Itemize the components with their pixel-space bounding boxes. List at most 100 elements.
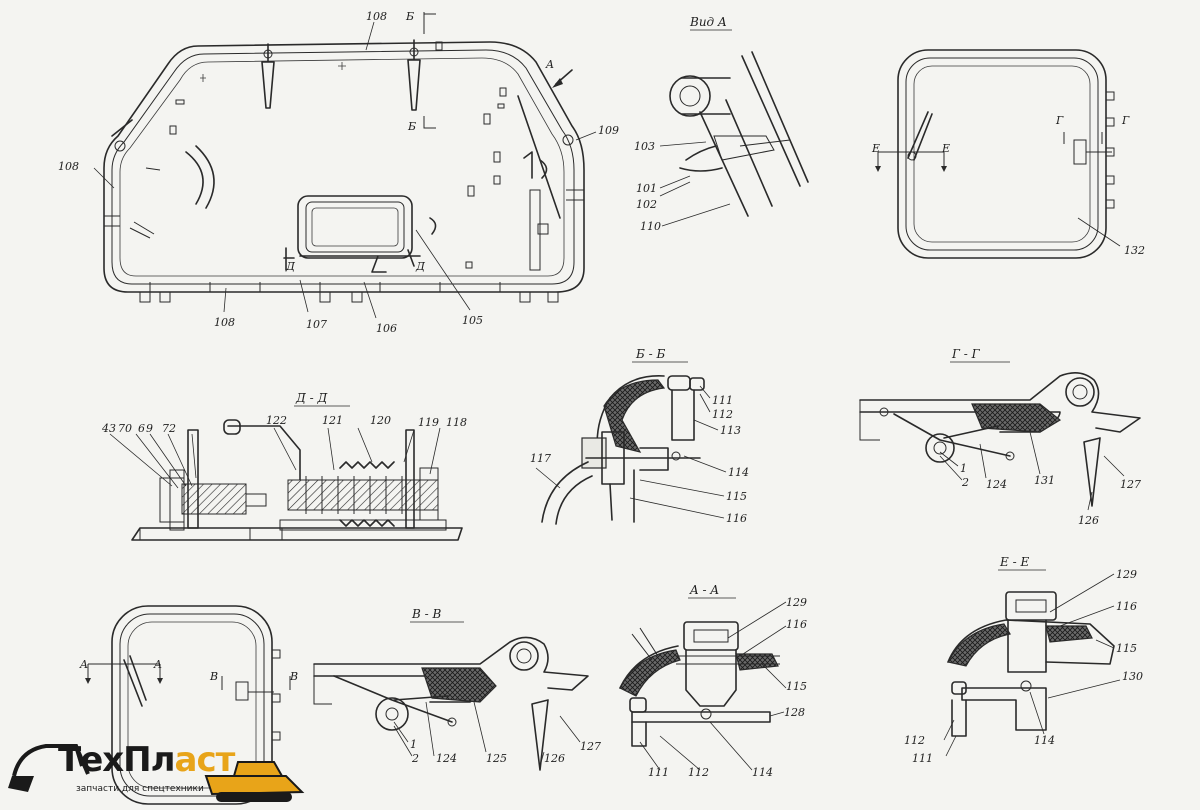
part-131: 131 <box>1034 474 1055 487</box>
section-b-b <box>535 375 727 525</box>
part-2-vv: 2 <box>411 752 419 765</box>
section-mark-v-right: B <box>289 670 298 683</box>
small-frame-labels: A A B B Д Д <box>79 260 426 683</box>
part-106: 106 <box>376 322 397 335</box>
right-frame-labels: E E Г Г 132 <box>871 114 1145 257</box>
part-117: 117 <box>530 452 551 465</box>
part-115-aa: 115 <box>786 680 807 693</box>
view-mark-a: A <box>545 58 554 71</box>
main-view-labels: 108 108 108 107 106 105 109 Б Б A <box>58 10 619 335</box>
section-b-b-title: Б - Б <box>635 347 666 361</box>
part-2-gg: 2 <box>961 476 969 489</box>
section-b-b-labels: Б - Б 117 111 112 113 114 115 116 <box>530 347 749 525</box>
part-9: 9 <box>146 422 153 435</box>
part-125: 125 <box>486 752 507 765</box>
section-v-v-labels: B - B 1 2 124 125 126 127 <box>410 607 601 765</box>
part-108-bottom: 108 <box>214 316 235 329</box>
section-v-v <box>313 636 589 771</box>
section-mark-e-left: E <box>871 142 880 155</box>
view-a-labels: Вид A 103 101 102 110 <box>634 15 732 233</box>
part-70: 70 <box>118 422 132 435</box>
part-129-ee: 129 <box>1116 568 1137 581</box>
part-128: 128 <box>784 706 805 719</box>
section-a-a-title: A - A <box>689 583 719 597</box>
section-mark-d-right: Д <box>415 260 426 273</box>
section-mark-a-right: A <box>153 658 162 671</box>
section-a-a <box>619 601 787 771</box>
part-110: 110 <box>640 220 661 233</box>
logo-wordmark: ТехПласт <box>58 740 236 780</box>
part-101: 101 <box>636 182 657 195</box>
part-116: 116 <box>726 512 747 525</box>
part-6: 6 <box>138 422 145 435</box>
part-111-aa: 111 <box>648 766 669 779</box>
section-d-d <box>109 419 463 541</box>
section-mark-g-left: Г <box>1055 114 1064 127</box>
section-g-g-title: Г - Г <box>951 347 981 361</box>
part-103: 103 <box>634 140 655 153</box>
section-e-e <box>943 573 1121 757</box>
part-116-aa: 116 <box>786 618 807 631</box>
part-43: 43 <box>101 422 116 435</box>
part-1-gg: 1 <box>960 462 967 475</box>
section-g-g-labels: Г - Г 1 2 124 131 127 126 <box>950 347 1141 527</box>
part-108-top: 108 <box>366 10 387 23</box>
part-130: 130 <box>1122 670 1143 683</box>
section-mark-d-left: Д <box>285 260 296 273</box>
part-114-ee: 114 <box>1034 734 1055 747</box>
part-114: 114 <box>728 466 749 479</box>
part-1-vv: 1 <box>410 738 417 751</box>
section-e-e-labels: E - E 129 116 115 130 112 111 114 <box>904 555 1143 765</box>
part-111-ee: 111 <box>912 752 933 765</box>
logo-word-accent: аст <box>174 740 236 780</box>
part-109: 109 <box>598 124 619 137</box>
part-112: 112 <box>712 408 733 421</box>
part-124-vv: 124 <box>436 752 457 765</box>
section-d-d-labels: Д - Д 43 70 6 9 72 122 121 120 119 118 <box>101 391 467 435</box>
excavator-icon <box>8 744 305 802</box>
view-a-title: Вид A <box>689 15 727 29</box>
right-frame-view <box>875 49 1121 259</box>
part-102: 102 <box>636 198 657 211</box>
part-105: 105 <box>462 314 483 327</box>
section-a-a-labels: A - A 129 116 115 128 111 112 114 <box>648 583 807 779</box>
part-126-gg: 126 <box>1078 514 1099 527</box>
section-mark-b-top: Б <box>405 10 414 23</box>
section-mark-b-bottom: Б <box>407 120 416 133</box>
part-112-aa: 112 <box>688 766 709 779</box>
part-108-left: 108 <box>58 160 79 173</box>
part-111: 111 <box>712 394 733 407</box>
part-126-vv: 126 <box>544 752 565 765</box>
part-116-ee: 116 <box>1116 600 1137 613</box>
part-119: 119 <box>418 416 439 429</box>
part-121: 121 <box>322 414 343 427</box>
small-frame-view <box>85 605 291 805</box>
brand-logo: ТехПласт запчасти для спецтехники <box>6 736 306 806</box>
section-e-e-title: E - E <box>999 555 1029 569</box>
part-120: 120 <box>370 414 391 427</box>
part-118: 118 <box>446 416 467 429</box>
part-115: 115 <box>726 490 747 503</box>
part-114-aa: 114 <box>752 766 773 779</box>
part-124-gg: 124 <box>986 478 1007 491</box>
logo-subtitle: запчасти для спецтехники <box>76 784 204 794</box>
part-112-ee: 112 <box>904 734 925 747</box>
part-122: 122 <box>266 414 287 427</box>
part-107: 107 <box>306 318 327 331</box>
section-g-g <box>859 372 1141 511</box>
section-mark-e-right: E <box>941 142 950 155</box>
part-115-ee: 115 <box>1116 642 1137 655</box>
main-door-view <box>93 12 597 319</box>
part-129-aa: 129 <box>786 596 807 609</box>
part-113: 113 <box>720 424 741 437</box>
section-mark-g-right: Г <box>1121 114 1130 127</box>
part-72: 72 <box>162 422 176 435</box>
logo-word-main: ТехПл <box>58 740 176 780</box>
section-mark-a-left: A <box>79 658 88 671</box>
part-127-vv: 127 <box>580 740 601 753</box>
part-132: 132 <box>1124 244 1145 257</box>
section-mark-v-left: B <box>209 670 218 683</box>
view-a <box>659 51 809 227</box>
section-v-v-title: B - B <box>411 607 442 621</box>
